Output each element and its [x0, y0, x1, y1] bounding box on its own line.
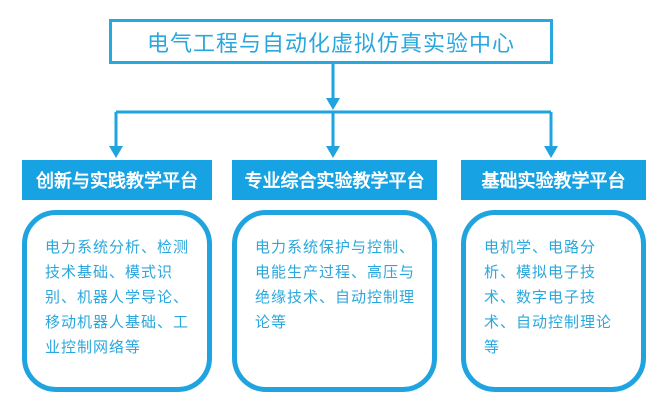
arrowhead-left: [109, 146, 123, 158]
course-list-comprehensive: 电力系统保护与控制、电能生产过程、高压与绝缘技术、自动控制理论等: [232, 210, 437, 392]
arrowhead-center: [326, 146, 340, 158]
course-list-innovation: 电力系统分析、检测技术基础、模式识别、机器人学导论、移动机器人基础、工业控制网络…: [22, 210, 212, 392]
course-list-basic: 电机学、电路分析、模拟电子技术、数字电子技术、自动控制理论等: [461, 210, 646, 392]
platform-innovation: 创新与实践教学平台: [22, 160, 212, 200]
platform-comprehensive: 专业综合实验教学平台: [232, 160, 437, 200]
arrowhead-trunk: [326, 98, 340, 110]
arrowhead-right: [544, 146, 558, 158]
center-title: 电气工程与自动化虚拟仿真实验中心: [109, 19, 553, 64]
platform-basic: 基础实验教学平台: [461, 160, 646, 200]
